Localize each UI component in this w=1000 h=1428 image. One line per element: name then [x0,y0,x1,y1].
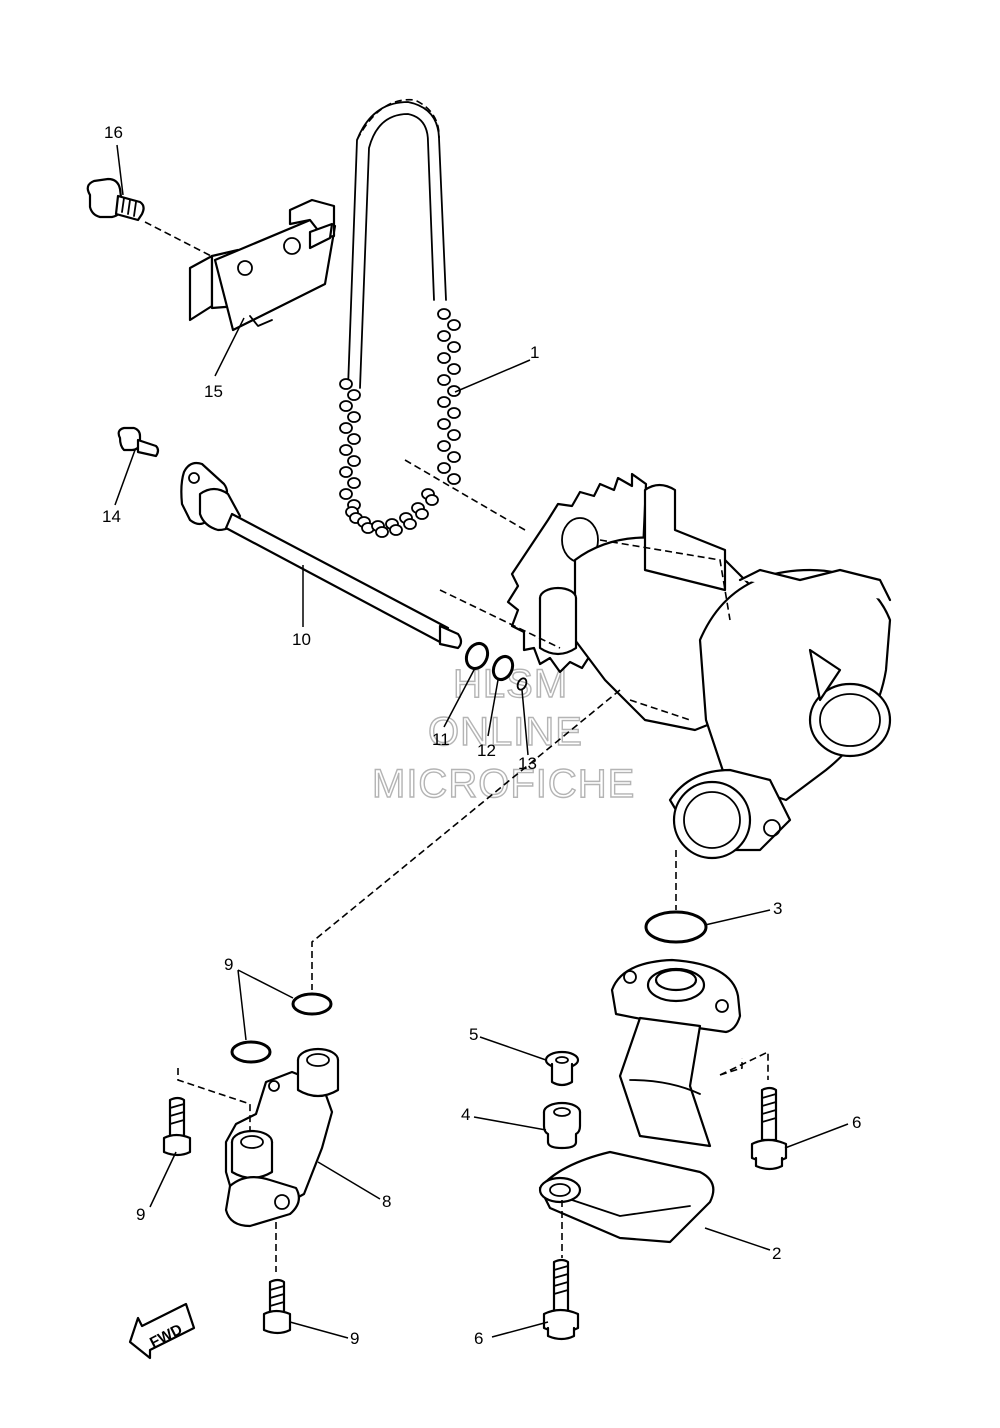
chain-link [339,444,353,456]
hidden-line-chain [404,459,526,531]
leader-lines [114,144,849,1339]
chain-link [437,308,451,320]
hidden-line-10 [439,589,561,649]
chain-link [437,352,451,364]
callout-6-upper: 6 [852,1113,861,1132]
hidden-line-9a [177,1068,251,1132]
chain-link [339,466,353,478]
chain-link [375,526,389,538]
watermark-line-3: MICROFICHE [372,762,635,806]
callout-6-lower: 6 [474,1329,483,1348]
chain-link [447,429,461,441]
part-14-bolt [117,426,160,458]
callout-11: 11 [432,730,450,749]
chain-link [347,433,361,445]
callout-13: 13 [518,754,537,773]
callout-14: 14 [102,507,121,526]
callout-5: 5 [469,1025,478,1044]
part-4-damper [542,1101,582,1150]
chain-link [339,378,353,390]
part-5-collar [544,1050,580,1087]
part-15-chain-guide [188,198,337,332]
callout-7: 8 [382,1192,391,1211]
part-2-strainer [538,958,769,1244]
callout-1: 1 [530,343,539,362]
chain-link [447,451,461,463]
chain-link [339,422,353,434]
chain-link [425,494,439,506]
part-16-bolt [86,177,145,222]
chain-link [447,363,461,375]
oil-pump-assembly [506,472,892,860]
chain-link [437,418,451,430]
chain-link [415,508,429,520]
chain-link [447,385,461,397]
part-7-oil-pipe [224,1047,340,1228]
part-6-bolt-upper [750,1086,788,1171]
o-rings-11-12-13 [464,641,528,691]
callout-16: 16 [104,123,123,142]
callout-4: 4 [461,1105,470,1124]
chain-link [389,524,403,536]
chain-link [347,389,361,401]
hidden-line-16 [144,221,216,259]
callout-12: 12 [477,741,496,760]
part-6-bolt-lower [542,1258,580,1341]
chain-link [339,488,353,500]
chain-links [339,308,461,538]
part-10-oil-pipe [180,461,463,650]
callout-3: 3 [773,899,782,918]
chain-link [437,396,451,408]
watermark: HLSM ONLINE MICROFICHE [371,661,635,806]
chain-link [437,440,451,452]
chain-link [347,455,361,467]
callout-10: 10 [292,630,311,649]
callout-labels: 16 15 1 14 10 11 12 13 3 9 5 4 6 9 8 2 9… [102,123,861,1348]
chain-link [447,319,461,331]
part-3-o-ring [644,910,708,944]
chain-link [437,330,451,342]
callout-8: 9 [224,955,233,974]
watermark-line-2: ONLINE [428,710,583,754]
part-8-o-rings [230,992,333,1064]
chain-link [437,374,451,386]
callout-9-lower: 9 [350,1329,359,1348]
callout-15: 15 [204,382,223,401]
chain-link [447,473,461,485]
chain-link [437,462,451,474]
callout-2: 2 [772,1244,781,1263]
chain-link [447,341,461,353]
chain-link [347,477,361,489]
fwd-direction-marker: FWD [128,1302,196,1360]
part-1-chain [339,98,461,538]
part-9-bolt-lower [262,1278,292,1335]
hidden-line-8 [311,689,621,990]
part-9-bolt-upper [162,1096,192,1157]
chain-link [447,407,461,419]
chain-link [339,400,353,412]
chain-link [403,518,417,530]
chain-link [347,411,361,423]
callout-9-upper: 9 [136,1205,145,1224]
